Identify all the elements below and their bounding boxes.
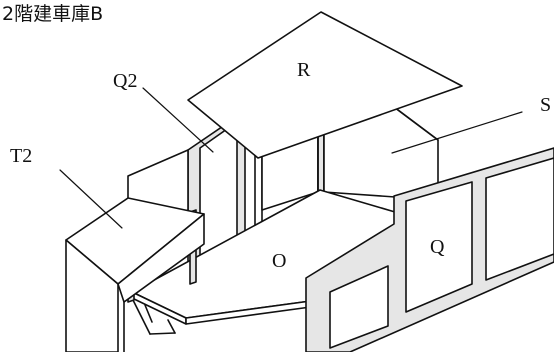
label-o: O bbox=[272, 250, 287, 272]
diagram-title: 2階建車庫B bbox=[2, 3, 104, 25]
leader-s bbox=[391, 111, 523, 154]
label-r: R bbox=[297, 59, 311, 81]
box-t2 bbox=[65, 149, 205, 352]
label-q2: Q2 bbox=[113, 70, 138, 92]
leader-q2 bbox=[142, 87, 214, 153]
label-t2: T2 bbox=[10, 145, 33, 167]
front-panel-q bbox=[305, 147, 554, 352]
leader-t2 bbox=[59, 169, 123, 229]
leader-lines bbox=[59, 87, 523, 229]
label-s: S bbox=[540, 94, 552, 116]
label-q: Q bbox=[430, 236, 445, 258]
roof-r bbox=[187, 11, 463, 159]
